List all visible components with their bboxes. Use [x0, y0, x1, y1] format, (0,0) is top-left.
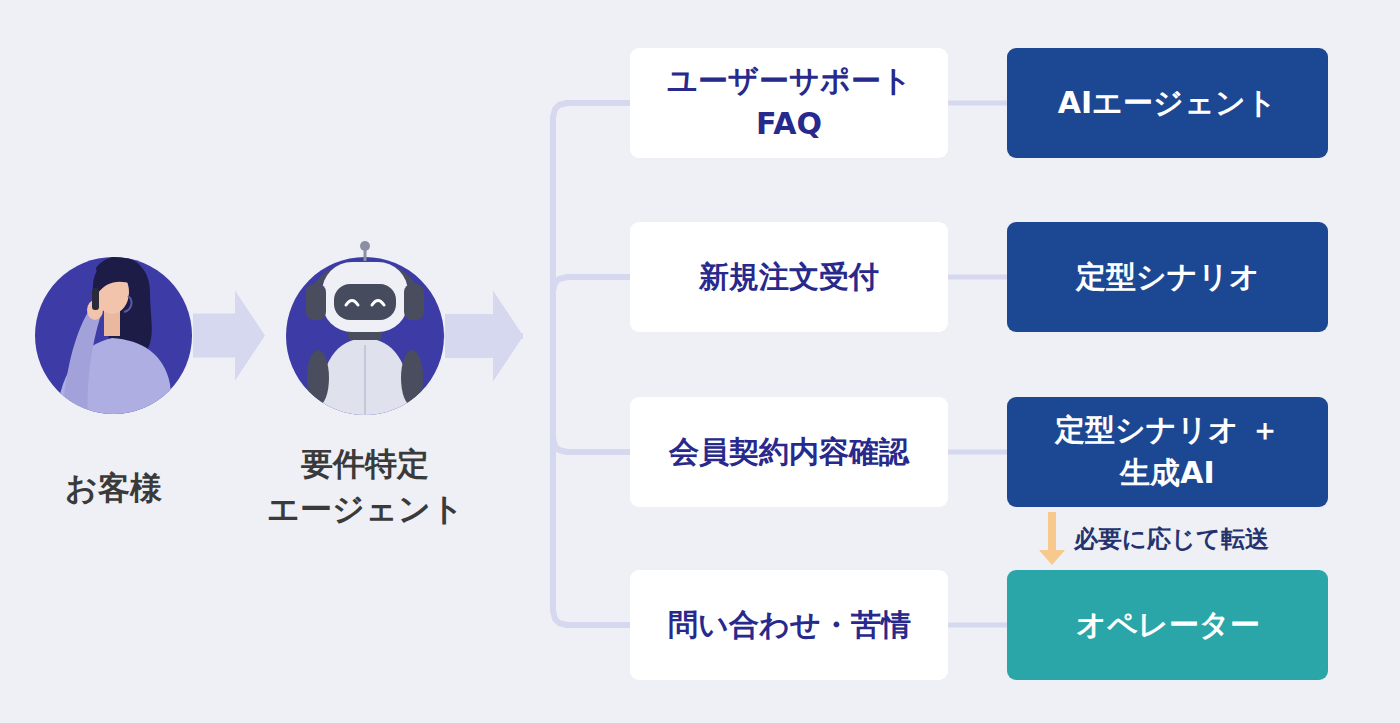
actor-label: 要件特定 エージェント: [215, 442, 515, 533]
flow-connector: [948, 275, 1007, 280]
actor-label: お客様: [0, 466, 244, 511]
neck: [104, 306, 120, 336]
connector-shape: [1039, 512, 1065, 565]
flow-connector: [948, 623, 1007, 628]
flow-connector: [444, 103, 630, 381]
connector-shape: [445, 291, 523, 381]
category-box: 問い合わせ・苦情: [630, 570, 948, 680]
box-label: 定型シナリオ: [1076, 256, 1260, 299]
headset: [124, 296, 131, 312]
box-label: AIエージェント: [1058, 82, 1277, 125]
flow-connector: [444, 291, 630, 452]
robot-seam: [364, 345, 366, 425]
box-label: オペレーター: [1076, 604, 1260, 647]
box-label: 問い合わせ・苦情: [668, 604, 911, 647]
transfer-arrow: [1039, 512, 1065, 565]
flow-connector: [444, 291, 630, 625]
category-box: 会員契約内容確認: [630, 397, 948, 507]
connector-shape: [948, 101, 1007, 106]
robot-arm: [401, 350, 423, 406]
flow-connector: [444, 277, 630, 381]
connector-shape: [948, 450, 1007, 455]
customer-illustration: [56, 256, 174, 425]
robot-arm: [307, 350, 329, 406]
ear-cup: [306, 284, 326, 320]
antenna-ball: [360, 241, 370, 251]
hair-back: [96, 256, 152, 352]
handler-box: 定型シナリオ: [1007, 222, 1328, 332]
face: [95, 270, 129, 314]
connector-shape: [445, 291, 523, 381]
bracket-line: [444, 103, 630, 336]
edge-label: 必要に応じて転送: [1074, 523, 1269, 555]
hair-front: [93, 261, 134, 296]
bracket-line: [444, 336, 630, 625]
connector-shape: [193, 291, 265, 381]
box-label: 新規注文受付: [699, 256, 879, 299]
ear-cup: [404, 284, 424, 320]
shirt: [56, 338, 174, 425]
handler-box: AIエージェント: [1007, 48, 1328, 158]
flow-connector: [193, 291, 265, 381]
actor-circle: お客様: [35, 257, 192, 414]
robot-illustration: [306, 262, 424, 425]
operator-box: オペレーター: [1007, 570, 1328, 680]
flow-connector: [948, 450, 1007, 455]
arm: [62, 312, 100, 425]
hand: [87, 300, 103, 320]
connector-shape: [948, 275, 1007, 280]
headphone-band: [314, 264, 416, 300]
connector-shape: [445, 291, 523, 381]
category-box: 新規注文受付: [630, 222, 948, 332]
handler-box: 定型シナリオ ＋生成AI: [1007, 397, 1328, 507]
actor-circle: 要件特定 エージェント: [286, 257, 444, 415]
antenna: [364, 247, 367, 264]
robot-neck: [348, 326, 382, 340]
flow-connector: [948, 101, 1007, 106]
box-label: 会員契約内容確認: [669, 431, 909, 474]
robot-visor: [334, 284, 396, 320]
connector-shape: [445, 291, 523, 381]
robot-head: [322, 262, 408, 332]
robot-eye: [372, 301, 384, 306]
robot-body: [318, 338, 412, 425]
box-label: ユーザーサポート FAQ: [650, 60, 928, 145]
box-label: 定型シナリオ ＋生成AI: [1027, 409, 1308, 494]
phone: [92, 288, 99, 310]
robot-eye: [346, 301, 358, 306]
connector-shape: [948, 623, 1007, 628]
category-box: ユーザーサポート FAQ: [630, 48, 948, 158]
